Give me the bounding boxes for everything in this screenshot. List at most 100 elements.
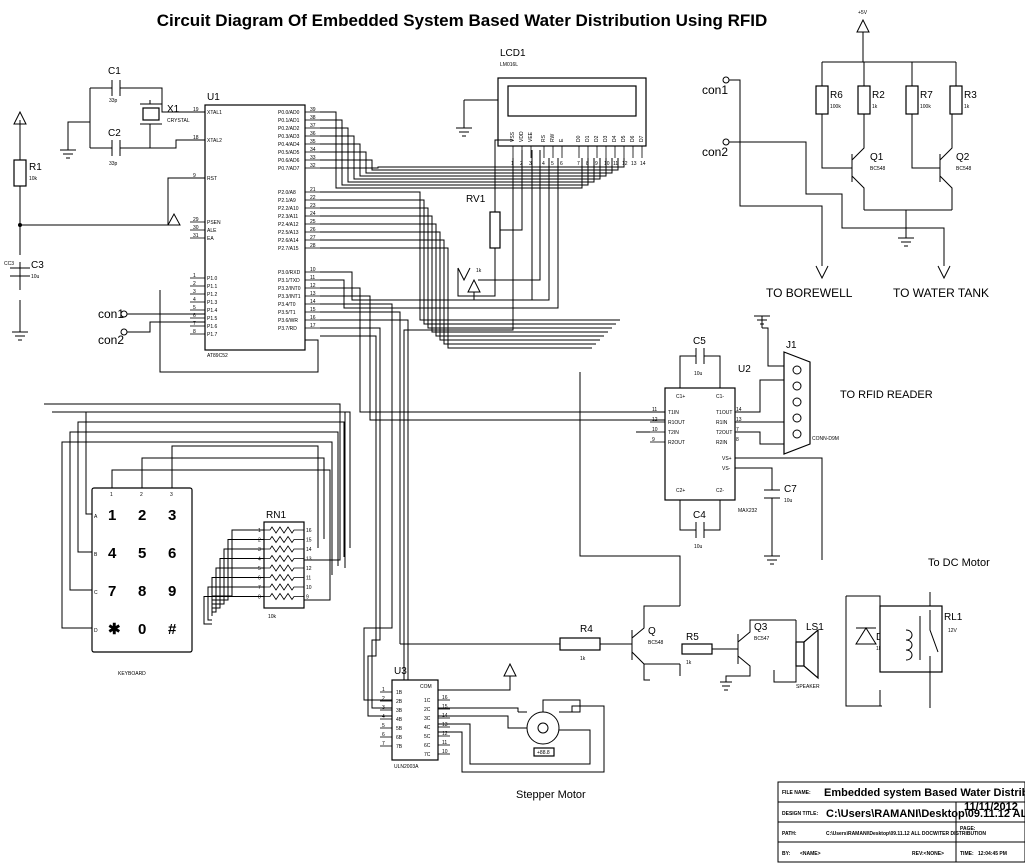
u1-pin-name: P0.3/AD3	[278, 134, 300, 140]
keypad-label: KEYBOARD	[118, 671, 146, 677]
u1-pin-num: 12	[310, 283, 316, 289]
keypad-key[interactable]: 6	[168, 545, 176, 562]
u1-pin-name: P1.3	[207, 300, 218, 306]
u3-pin-name: 1C	[424, 698, 431, 704]
keypad-key[interactable]: 9	[168, 583, 176, 600]
lcd-pin-num: 7	[577, 161, 580, 167]
u3-pin-num: 5	[382, 723, 385, 729]
u1-pin-name: RST	[207, 176, 217, 182]
r2-ref: R2	[872, 90, 885, 101]
u1-pin-name: P2.0/A8	[278, 190, 296, 196]
r5-value: 1k	[686, 660, 692, 666]
keypad-key[interactable]: #	[168, 621, 177, 638]
u3-pin-num: 12	[442, 731, 448, 737]
keypad-key[interactable]: 5	[138, 545, 146, 562]
u1-pin-num: 5	[193, 305, 196, 311]
u1-pin-num: 34	[310, 147, 316, 153]
lcd-ref: LCD1	[500, 48, 526, 59]
r6-value: 100k	[830, 104, 841, 110]
u1-ref: U1	[207, 92, 220, 103]
u3-pin-name: 6B	[396, 735, 403, 741]
driver-section: R4 1k Q BC548 R5 1k Q3 BC547 LS1 SPEAKER…	[400, 372, 990, 708]
keypad-key[interactable]: 7	[108, 583, 116, 600]
u1-pin-num: 4	[193, 297, 196, 303]
u3-pin-name: 6C	[424, 743, 431, 749]
keypad-key[interactable]: 3	[168, 507, 176, 524]
c7-ref: C7	[784, 484, 797, 495]
u1-pin-num: 22	[310, 195, 316, 201]
c1-value: 33p	[109, 98, 118, 104]
u1-pin-num: 16	[310, 315, 316, 321]
u1-pin-num: 30	[193, 225, 199, 231]
u1-pin-num: 9	[193, 173, 196, 179]
rn1-pin-num: 7	[258, 585, 261, 591]
q3-ref: Q3	[754, 622, 768, 633]
u2-pin-num: 9	[652, 437, 655, 443]
u2-pin-num: 10	[652, 427, 658, 433]
u2-pin-num: 7	[736, 427, 739, 433]
u3-pin-num: 13	[442, 722, 448, 728]
q1-ref: Q1	[870, 152, 884, 163]
keypad-row-label: C	[94, 590, 98, 596]
rn1-pin-num: 6	[258, 576, 261, 582]
u3-pin-name: 1B	[396, 690, 403, 696]
u1-pin-num: 10	[310, 267, 316, 273]
lcd-pin-name: D6	[630, 135, 636, 142]
u3-pin-num: 3	[382, 705, 385, 711]
tb-page-label: PAGE:	[960, 826, 976, 832]
u1-pin-name: P2.5/A13	[278, 230, 299, 236]
keypad-key[interactable]: 8	[138, 583, 146, 600]
r3-value: 1k	[964, 104, 970, 110]
lcd-pin-num: 12	[622, 161, 628, 167]
u1-pin-name: P3.7/RD	[278, 326, 297, 332]
keypad-key[interactable]: 1	[108, 507, 116, 524]
keypad-col-label: 1	[110, 492, 113, 498]
u1-pin-name: P0.6/AD6	[278, 158, 300, 164]
keypad-key[interactable]: 2	[138, 507, 146, 524]
vcc-label: +5V	[858, 10, 868, 16]
tb-path-label: PATH:	[782, 831, 797, 837]
q3-part: BC547	[754, 636, 770, 642]
u1-pin-num: 8	[193, 329, 196, 335]
u2-pin-name: R1OUT	[668, 420, 685, 426]
c4-value: 10u	[694, 544, 703, 550]
lcd-pin-name: E	[559, 138, 565, 142]
title-block: FILE NAME: Embedded system Based Water D…	[777, 781, 1025, 863]
keypad-key[interactable]: 0	[138, 621, 146, 638]
lcd-pin-num: 4	[542, 161, 545, 167]
u2-pin-num: 8	[736, 437, 739, 443]
diagram-title: Circuit Diagram Of Embedded System Based…	[157, 11, 768, 30]
to-borewell-label: TO BOREWELL	[766, 286, 853, 300]
keypad-key[interactable]: 4	[108, 545, 117, 562]
q-ref: Q	[648, 626, 656, 637]
u2-pin-name: R1IN	[716, 420, 728, 426]
q2-ref: Q2	[956, 152, 970, 163]
u2-pin-name: C2+	[676, 488, 685, 494]
r6-ref: R6	[830, 90, 843, 101]
tb-time-label: TIME:	[960, 851, 974, 857]
rn1-pin-num: 11	[306, 576, 311, 582]
u1-pin-name: ALE	[207, 228, 217, 234]
u3-pin-name: 2B	[396, 699, 403, 705]
lcd-pin-name: D0	[576, 135, 582, 142]
u2-pin-num: 14	[736, 407, 742, 413]
r7-value: 100k	[920, 104, 931, 110]
u3-part: ULN2003A	[394, 764, 419, 770]
lcd-part: LM016L	[500, 62, 518, 68]
u2-pin-name: VS+	[722, 456, 732, 462]
keypad-key[interactable]: ✱	[108, 621, 121, 638]
u1-pin-name: XTAL2	[207, 138, 222, 144]
u1-pin-name: P0.0/AD0	[278, 110, 300, 116]
r4-value: 1k	[580, 656, 586, 662]
u2-pin-num: 13	[736, 417, 742, 423]
u1-pin-name: P3.0/RXD	[278, 270, 301, 276]
u2-pin-name: C1+	[676, 394, 685, 400]
stepper-tag: +88.8	[537, 750, 550, 756]
u1-pin-name: P0.5/AD5	[278, 150, 300, 156]
ls1-ref: LS1	[806, 622, 824, 633]
tb-date: 11/11/2012	[964, 801, 1018, 813]
u1-pin-name: XTAL1	[207, 110, 222, 116]
tb-design-label: DESIGN TITLE:	[782, 811, 818, 817]
u3-pin-name: 7C	[424, 752, 431, 758]
